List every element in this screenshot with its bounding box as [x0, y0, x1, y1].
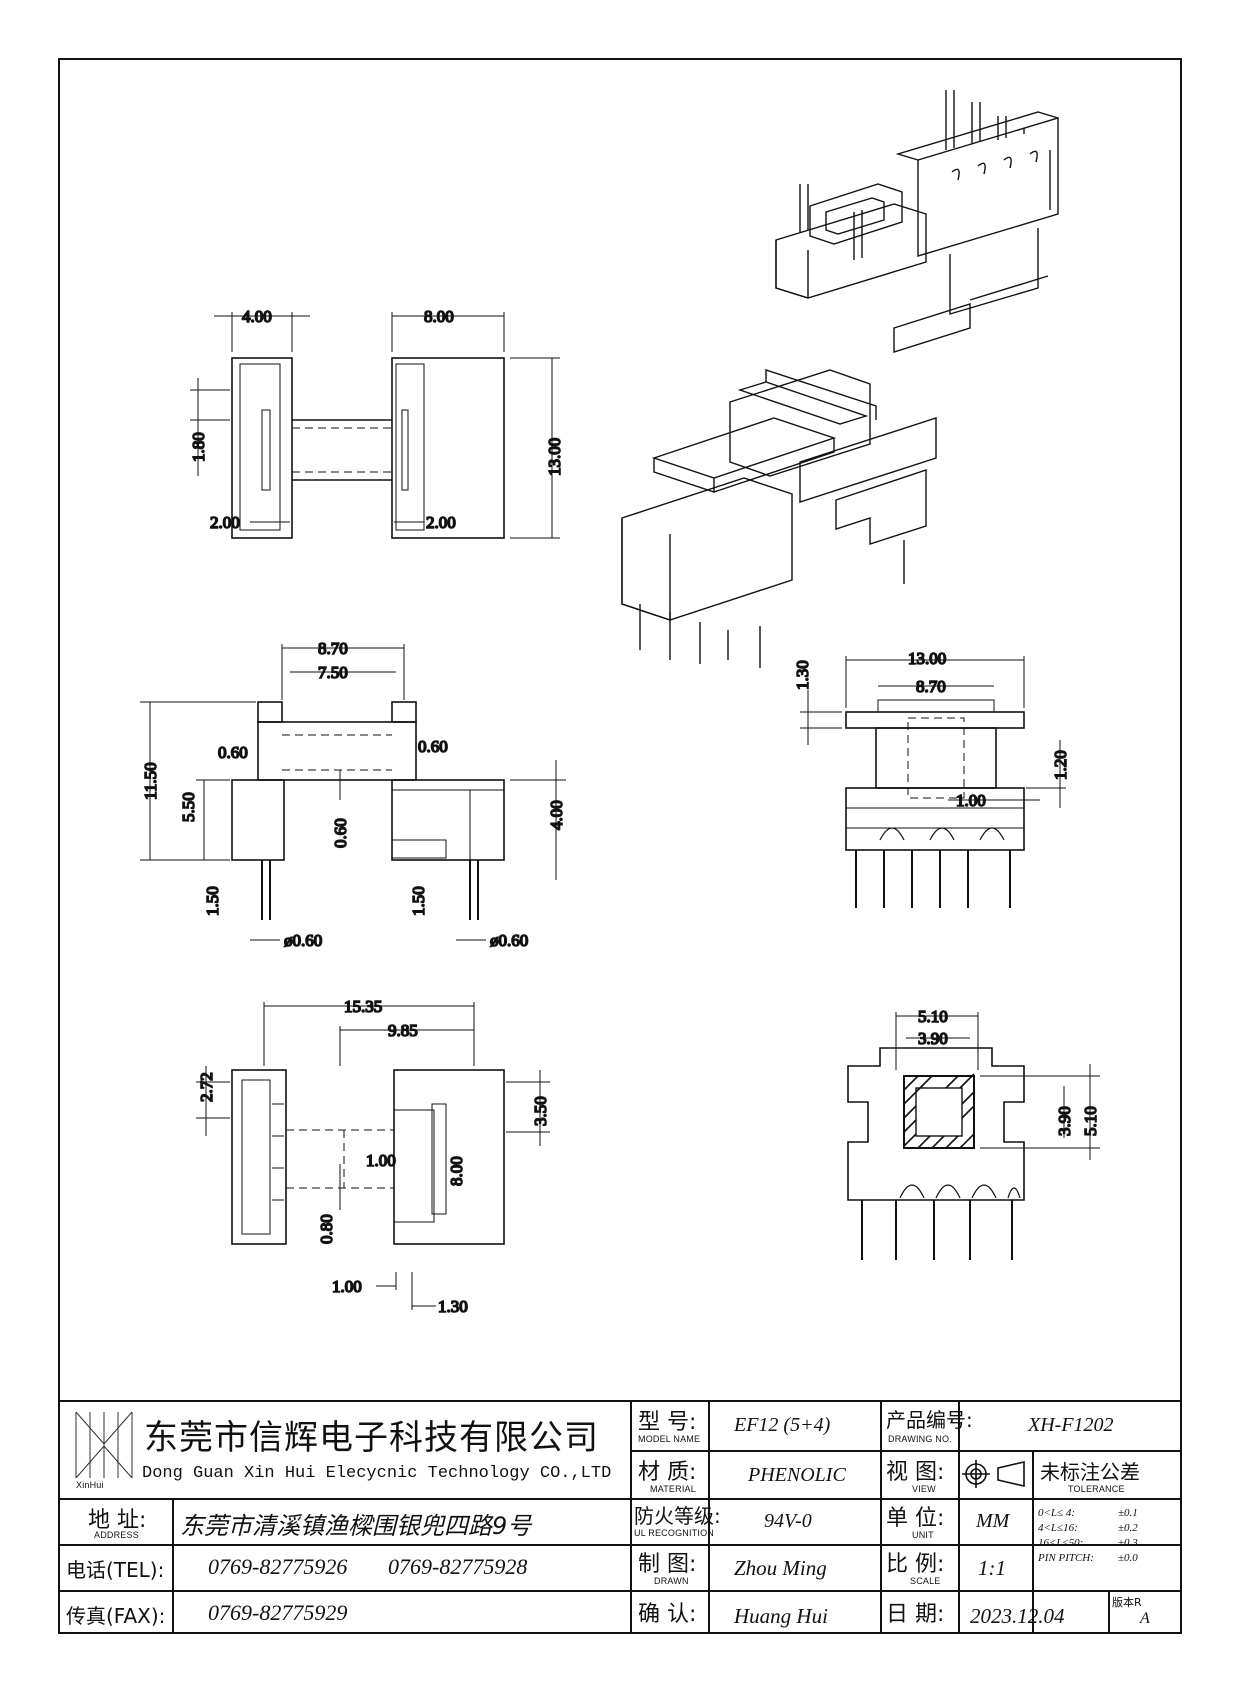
dim-bot-pitch: 2.72 [197, 1072, 216, 1102]
check-label: 确 认: [638, 1602, 697, 1627]
model-value: EF12 (5+4) [734, 1414, 831, 1436]
ul-value: 94V-0 [764, 1510, 812, 1532]
dim-side-w-inner: 7.50 [318, 663, 348, 682]
dim-side-w-outer: 8.70 [318, 639, 348, 658]
bottom-view [196, 1002, 550, 1310]
dim-sect-h-inner: 3.90 [1055, 1106, 1074, 1136]
technical-drawing: 4.00 8.00 13.00 1.80 2.00 2.00 8.70 7.50… [140, 90, 1101, 1317]
unit-label-en: UNIT [912, 1530, 934, 1540]
scale-label-en: SCALE [910, 1576, 941, 1586]
view-label-en: VIEW [912, 1484, 936, 1494]
dim-side-mid: 0.60 [331, 818, 350, 848]
projection-symbol-icon [962, 1460, 1025, 1488]
dim-front-inner: 8.70 [916, 677, 946, 696]
version-value: A [1140, 1610, 1150, 1627]
drawing-no-label-en: DRAWING NO. [888, 1434, 952, 1444]
top-view [190, 312, 560, 539]
dim-top-slot: 1.80 [189, 432, 208, 462]
material-label-en: MATERIAL [650, 1484, 696, 1494]
dim-bot-core: 9.85 [388, 1021, 418, 1040]
tolerance-row: 0<L≤ 4:±0.1 [1038, 1507, 1138, 1519]
fax-label: 传真(FAX): [66, 1604, 166, 1628]
dim-sect-w-outer: 5.10 [918, 1007, 948, 1026]
dim-side-dia-l: ø0.60 [284, 931, 322, 950]
ul-label: 防火等级: [634, 1504, 721, 1528]
drawing-no-value: XH-F1202 [1028, 1414, 1114, 1436]
company-name-cn: 东莞市信辉电子科技有限公司 [144, 1418, 599, 1458]
drawing-no-label: 产品编号: [886, 1408, 973, 1432]
date-value: 2023.12.04 [970, 1604, 1065, 1628]
title-block: XinHui 东莞市信辉电子科技有限公司 Dong Guan Xin Hui E… [58, 1400, 1182, 1634]
dim-top-w1: 4.00 [242, 307, 272, 326]
check-value: Huang Hui [734, 1604, 828, 1628]
dim-top-flange-l: 2.00 [210, 513, 240, 532]
isometric-view-upper [775, 90, 1059, 353]
address-label: 地 址: [88, 1508, 147, 1533]
drawn-label-en: DRAWN [654, 1576, 689, 1586]
dim-side-dia-r: ø0.60 [490, 931, 528, 950]
tel-value-2: 0769-82775928 [388, 1554, 528, 1579]
material-label: 材 质: [638, 1460, 697, 1485]
dim-bot-r1: 3.50 [531, 1096, 550, 1126]
address-value: 东莞市清溪镇渔樑围银兜四路9号 [180, 1512, 532, 1540]
dim-front-pin: 1.00 [956, 791, 986, 810]
dim-bot-mid: 1.00 [366, 1151, 396, 1170]
address-label-en: ADDRESS [94, 1530, 139, 1540]
company-logo [75, 1411, 133, 1479]
version-label: 版本R [1112, 1596, 1142, 1609]
dim-sect-h-outer: 5.10 [1081, 1106, 1100, 1136]
dim-top-flange-r: 2.00 [426, 513, 456, 532]
dim-sect-w-inner: 3.90 [918, 1029, 948, 1048]
dim-bot-b1: 1.00 [332, 1277, 362, 1296]
logo-text: XinHui [76, 1480, 104, 1490]
side-view [140, 644, 566, 941]
date-label: 日 期: [886, 1602, 945, 1627]
model-label: 型 号: [638, 1410, 697, 1435]
tolerance-title: 未标注公差 [1040, 1460, 1140, 1484]
dim-front-top: 1.30 [793, 660, 812, 690]
model-label-en: MODEL NAME [638, 1434, 701, 1444]
dim-front-w: 13.00 [908, 649, 946, 668]
dim-bot-slot: 0.80 [317, 1214, 336, 1244]
tel-value-1: 0769-82775926 [208, 1554, 348, 1579]
dim-bot-b2: 1.30 [438, 1297, 468, 1316]
tolerance-row: 4<L≤16:±0.2 [1038, 1522, 1138, 1534]
drawn-value: Zhou Ming [734, 1556, 827, 1580]
dim-top-h: 13.00 [545, 438, 564, 476]
scale-value: 1:1 [978, 1556, 1006, 1580]
tolerance-row: PIN PITCH:±0.0 [1038, 1552, 1138, 1564]
dim-side-gap-r: 0.60 [418, 737, 448, 756]
dim-side-h2: 5.50 [179, 792, 198, 822]
dim-side-pin-l: 1.50 [203, 886, 222, 916]
front-view [800, 656, 1066, 908]
dim-side-h: 11.50 [141, 762, 160, 800]
dim-top-w2: 8.00 [424, 307, 454, 326]
drawn-label: 制 图: [638, 1552, 697, 1577]
company-name-en: Dong Guan Xin Hui Elecycnic Technology C… [142, 1464, 612, 1483]
tolerance-title-en: TOLERANCE [1068, 1484, 1125, 1494]
section-view [847, 1012, 1100, 1260]
dim-side-gap-l: 0.60 [218, 743, 248, 762]
tolerance-table: 0<L≤ 4:±0.1 4<L≤16:±0.2 16<L≤50:±0.3 PIN… [1038, 1506, 1138, 1566]
fax-value: 0769-82775929 [208, 1600, 348, 1625]
material-value: PHENOLIC [748, 1464, 846, 1486]
scale-label: 比 例: [886, 1552, 945, 1577]
dim-bot-r2: 8.00 [447, 1156, 466, 1186]
view-label: 视 图: [886, 1460, 945, 1485]
tel-label: 电话(TEL): [66, 1558, 165, 1582]
dim-side-pin-r: 1.50 [409, 886, 428, 916]
dim-bot-total: 15.35 [344, 997, 382, 1016]
dim-front-r: 1.20 [1051, 750, 1070, 780]
dim-side-base: 4.00 [547, 800, 566, 830]
tolerance-row: 16<L≤50:±0.3 [1038, 1537, 1138, 1549]
unit-value: MM [976, 1510, 1010, 1532]
ul-label-en: UL RECOGNITION [634, 1528, 714, 1538]
isometric-view-lower [621, 369, 937, 668]
unit-label: 单 位: [886, 1506, 945, 1531]
